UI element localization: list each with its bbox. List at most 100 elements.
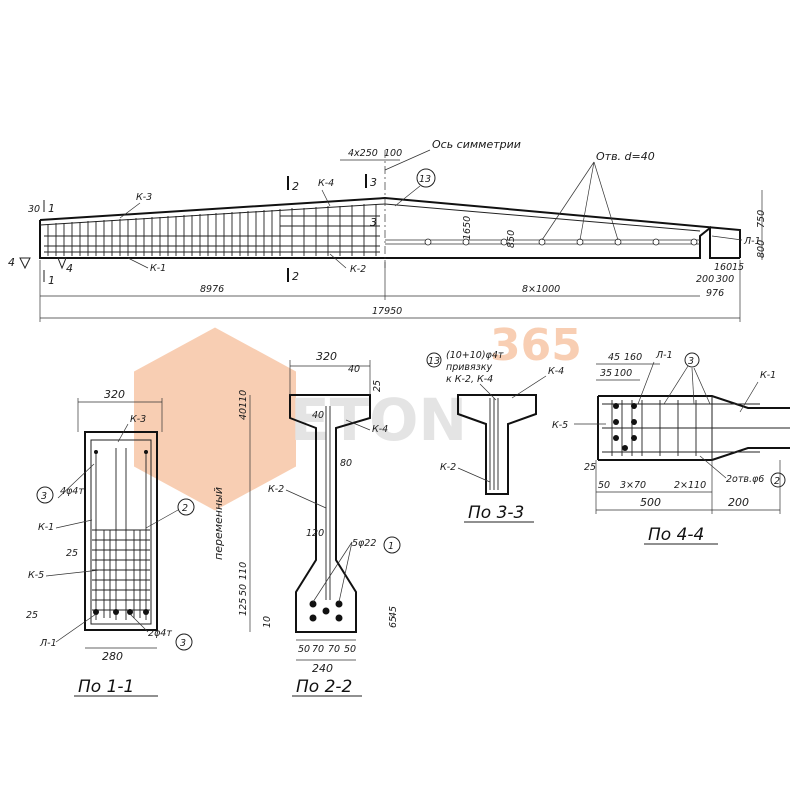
mark-k2: К-2 <box>350 264 366 275</box>
cut-3-mid: 3 <box>370 216 377 229</box>
mark-k3: К-3 <box>136 192 152 203</box>
s1-mark-k1: К-1 <box>38 522 54 533</box>
s2-bottom-part-2: 70 <box>328 644 340 655</box>
s1-title: По 1-1 <box>78 677 134 697</box>
s2-mark-k4: К-4 <box>372 424 388 435</box>
callout-13 <box>416 168 436 188</box>
s4-dim-top-2: 35 <box>600 368 612 379</box>
dim-17950: 17950 <box>372 306 402 317</box>
s1-callout-2: 2 <box>182 503 188 514</box>
s4-dim-top-3: 100 <box>614 368 632 379</box>
watermark-text: ETON <box>290 386 467 454</box>
cut-2-top: 2 <box>292 180 299 193</box>
s4-callout-2: 2 <box>774 476 780 487</box>
s2-left-dim-3: 50 <box>238 584 249 596</box>
s2-bottom-part-1: 70 <box>312 644 324 655</box>
s1-callout-3b: 3 <box>180 638 186 649</box>
cut-1-bottom: 1 <box>48 274 55 287</box>
holes-label: Отв. d=40 <box>596 150 655 163</box>
callout-13-text: 13 <box>419 174 431 185</box>
dim-30: 30 <box>28 204 40 215</box>
cut-1-top: 1 <box>48 202 55 215</box>
dim-300: 300 <box>716 274 734 285</box>
dim-850: 850 <box>506 230 517 248</box>
dim-1650: 1650 <box>462 216 473 240</box>
s4-callout-3: 3 <box>688 356 694 367</box>
s3-mark-k4: К-4 <box>548 366 564 377</box>
section-3-3: 13 (10+10)φ4т привязку к К-2, К-4 К-4 К-… <box>426 350 564 523</box>
s4-dim-top-0: 45 <box>608 352 620 363</box>
s2-left-dim-0: 40 <box>238 408 249 420</box>
s2-callout-1: 1 <box>388 541 394 552</box>
s1-mark-k5: К-5 <box>28 570 44 581</box>
s3-note-1: (10+10)φ4т <box>446 350 504 361</box>
s3-mark-k2: К-2 <box>440 462 456 473</box>
s1-rebar-top: 4φ4т <box>60 486 84 497</box>
mark-k4: К-4 <box>318 178 334 189</box>
s2-right-dim-0: 45 <box>388 606 399 618</box>
s4-mark-k5: К-5 <box>552 420 568 431</box>
s4-dim-bottom-3: 2×110 <box>674 480 706 491</box>
s4-mark-l1: Л-1 <box>655 350 673 361</box>
s1-dim-top: 320 <box>104 388 125 401</box>
s2-dim-40b: 40 <box>312 410 324 421</box>
s2-dim-bottom: 240 <box>312 662 333 675</box>
s2-left-dim-2: 110 <box>238 562 249 580</box>
s2-dim-top: 320 <box>316 350 337 363</box>
beam-elevation: Ось симметрии Отв. d=40 1 1 2 2 3 3 4 4 … <box>8 138 767 322</box>
s1-dim-bottom: 280 <box>102 650 123 663</box>
s2-left-dim-4: 125 <box>238 598 249 616</box>
s2-dim-40a: 40 <box>348 364 360 375</box>
dim-8976: 8976 <box>200 284 224 295</box>
section-2-2: 320 40 25 40 80 120 К-4 К-2 5φ22 1 50 70… <box>212 350 401 697</box>
dim-15: 15 <box>732 262 744 273</box>
mark-k1: К-1 <box>150 263 166 274</box>
s3-note-2: привязку <box>446 362 493 373</box>
s4-mark-k1: К-1 <box>760 370 776 381</box>
dim-976: 976 <box>706 288 724 299</box>
s2-left-dim-5: 10 <box>262 616 273 628</box>
s4-dim-500: 500 <box>640 496 661 509</box>
s4-dim-bottom-0: 25 <box>584 462 596 473</box>
s2-rebar: 5φ22 <box>352 538 376 549</box>
dim-200: 200 <box>696 274 714 285</box>
cut-4-left: 4 <box>8 256 15 269</box>
cut-3-top: 3 <box>370 176 377 189</box>
s2-bottom-part-3: 50 <box>344 644 356 655</box>
s3-note-3: к К-2, К-4 <box>446 374 493 385</box>
s2-variable-label: переменный <box>212 487 225 560</box>
s1-rebar-bottom: 2φ4т <box>148 628 172 639</box>
s2-mark-k2: К-2 <box>268 484 284 495</box>
s4-dim-top-1: 160 <box>624 352 642 363</box>
mark-l1: Л-1 <box>743 236 761 247</box>
s2-dim-25: 25 <box>372 380 383 392</box>
section-4-4: 45 160 35 100 Л-1 3 К-1 К-5 25 50 3×70 2… <box>552 350 790 545</box>
cut-4-right: 4 <box>66 262 73 275</box>
s1-mark-l1: Л-1 <box>39 638 57 649</box>
s1-dim-25a: 25 <box>66 548 78 559</box>
dim-100: 100 <box>384 148 402 159</box>
s3-title: По 3-3 <box>468 503 524 523</box>
s2-left-dim-1: 110 <box>238 390 249 408</box>
s4-title: По 4-4 <box>648 525 704 545</box>
s1-callout-3a: 3 <box>41 491 47 502</box>
s1-dim-25b: 25 <box>26 610 38 621</box>
s4-dim-200: 200 <box>728 496 749 509</box>
axis-symmetry-label: Ось симметрии <box>432 138 521 151</box>
s2-title: По 2-2 <box>296 677 352 697</box>
dim-160: 160 <box>714 262 732 273</box>
s4-dim-bottom-2: 3×70 <box>620 480 646 491</box>
cut-2-bottom: 2 <box>292 270 299 283</box>
dim-8x1000: 8×1000 <box>522 284 560 295</box>
dim-4x250: 4x250 <box>348 148 378 159</box>
watermark: ETON 365 <box>134 320 582 511</box>
s4-rebar: 2отв.φ6 <box>726 474 764 485</box>
rebar-cage <box>44 204 700 256</box>
s3-callout-13: 13 <box>428 356 440 367</box>
s2-dim-80: 80 <box>340 458 352 469</box>
s2-right-dim-1: 65 <box>388 616 399 628</box>
s1-mark-k3: К-3 <box>130 414 146 425</box>
s2-bottom-part-0: 50 <box>298 644 310 655</box>
dim-800: 800 <box>756 240 767 258</box>
